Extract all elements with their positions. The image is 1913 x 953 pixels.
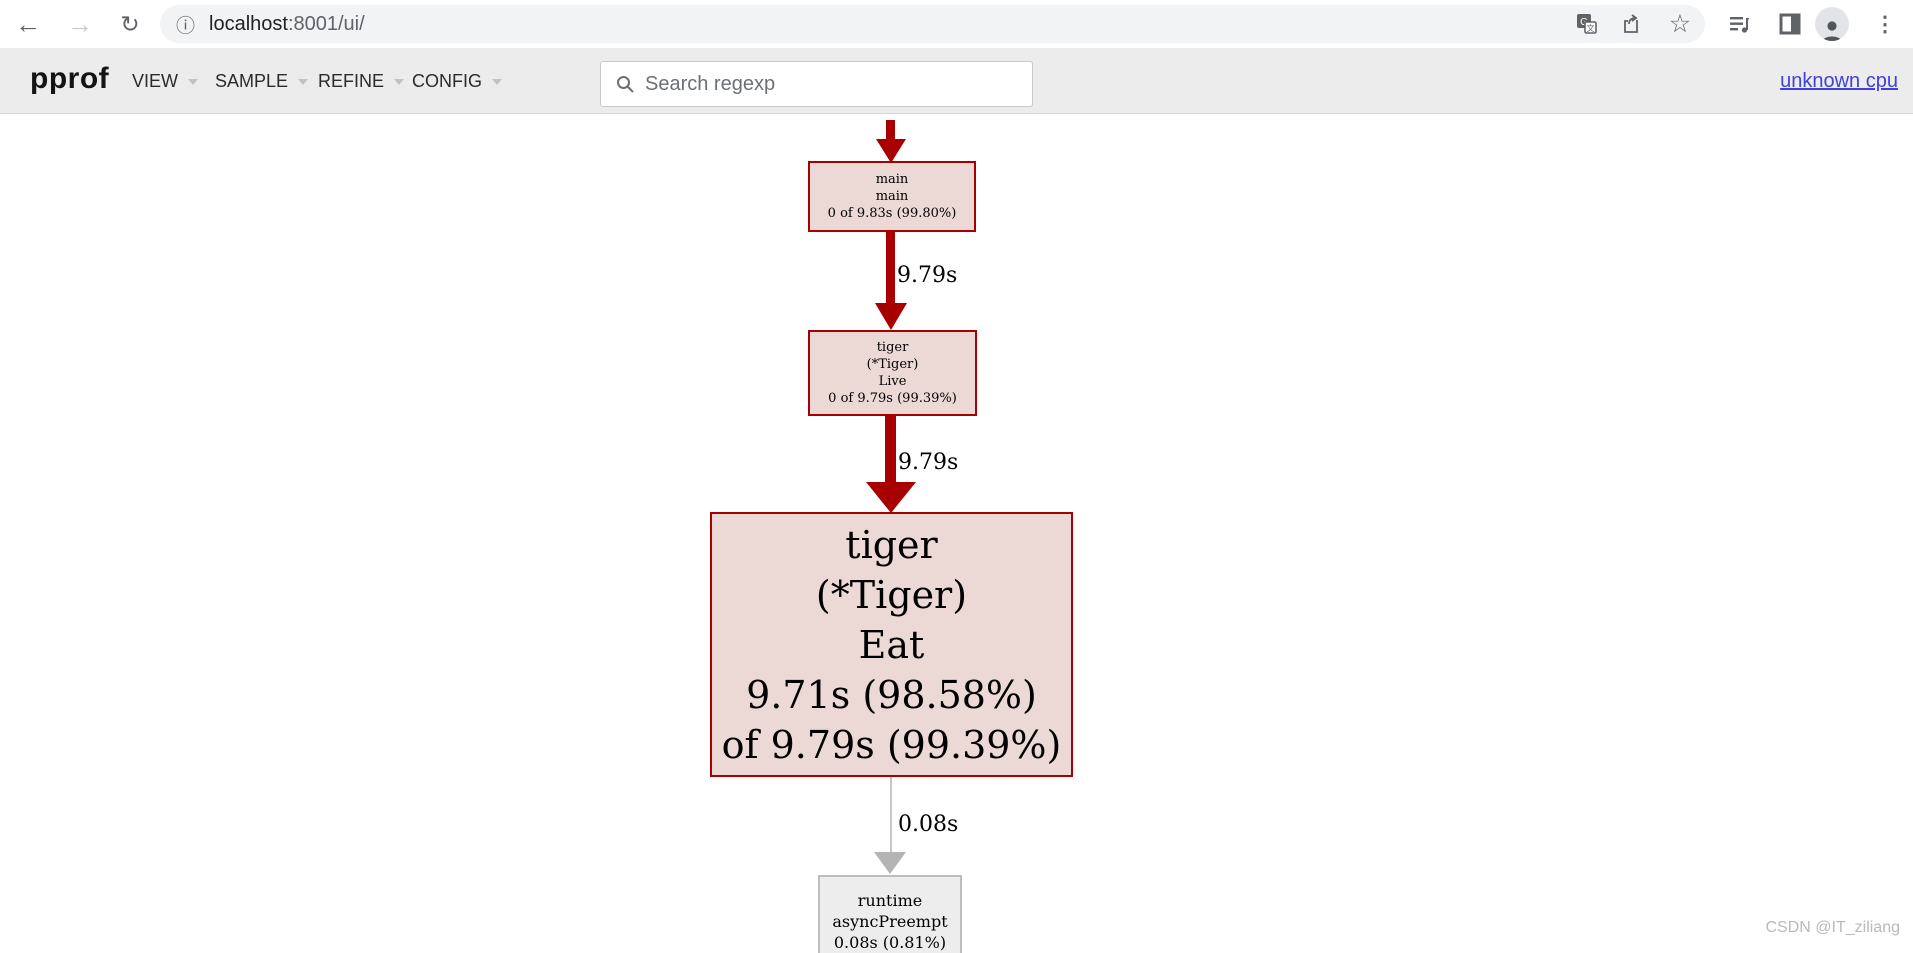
node-line: 9.71s (98.58%) xyxy=(746,672,1037,717)
watermark: CSDN @IT_ziliang xyxy=(1765,919,1901,936)
arrowhead-icon xyxy=(876,139,906,163)
menu-sample-label: SAMPLE xyxy=(215,70,289,91)
edge-live-eat xyxy=(885,416,896,484)
menu-refine-label: REFINE xyxy=(318,70,385,91)
menu-refine[interactable]: REFINE xyxy=(318,48,405,114)
edge-root-main xyxy=(886,120,895,142)
edge-main-live xyxy=(886,232,895,305)
side-panel-icon-svg xyxy=(1779,13,1801,35)
edge-label: 0.08s xyxy=(898,812,959,837)
avatar-circle xyxy=(1815,7,1849,41)
back-icon[interactable]: ← xyxy=(15,8,41,39)
search-box xyxy=(600,61,1033,107)
node-line: (*Tiger) xyxy=(866,357,919,372)
node-line: 0.08s (0.81%) xyxy=(833,933,947,952)
node-line: asyncPreempt xyxy=(832,912,948,931)
node-line: Live xyxy=(878,374,907,389)
browser-menu-icon[interactable]: ⋮ xyxy=(1874,12,1896,36)
url-path: :8001/ui/ xyxy=(287,12,365,35)
svg-text:文: 文 xyxy=(1587,23,1595,33)
reload-icon[interactable]: ↻ xyxy=(120,10,140,37)
pprof-toolbar: pprof VIEW SAMPLE REFINE CONFIG unknown … xyxy=(0,48,1913,114)
url-text[interactable]: localhost:8001/ui/ xyxy=(209,13,365,36)
site-info-icon[interactable]: ⓘ xyxy=(176,15,196,37)
person-icon xyxy=(1823,21,1841,41)
profile-type-link[interactable]: unknown cpu xyxy=(1780,70,1898,92)
node-line: tiger xyxy=(876,340,909,355)
side-panel-icon[interactable] xyxy=(1770,0,1810,48)
arrowhead-icon xyxy=(875,303,907,330)
menu-config[interactable]: CONFIG xyxy=(412,48,502,114)
graph-node-main[interactable]: main main 0 of 9.83s (99.80%) xyxy=(808,161,976,232)
node-line: (*Tiger) xyxy=(815,572,968,617)
menu-sample[interactable]: SAMPLE xyxy=(215,48,309,114)
menu-view[interactable]: VIEW xyxy=(132,48,199,114)
share-icon[interactable] xyxy=(1612,0,1652,48)
chevron-down-icon xyxy=(298,79,309,85)
arrowhead-icon xyxy=(874,852,906,874)
node-line: Eat xyxy=(858,622,925,667)
node-line: main xyxy=(875,172,909,187)
node-line: main xyxy=(875,189,909,204)
graph-node-runtime-asyncpreempt[interactable]: runtime asyncPreempt 0.08s (0.81%) xyxy=(818,875,962,953)
edge-label: 9.79s xyxy=(897,263,958,288)
translate-icon-svg: G 文 xyxy=(1577,14,1597,34)
pprof-logo: pprof xyxy=(30,62,110,95)
translate-icon[interactable]: G 文 xyxy=(1567,0,1607,48)
chevron-down-icon xyxy=(492,79,502,85)
chevron-down-icon xyxy=(394,79,405,85)
chevron-down-icon xyxy=(188,79,199,85)
svg-text:G: G xyxy=(1580,17,1588,28)
node-line: 0 of 9.79s (99.39%) xyxy=(828,391,957,406)
graph-node-tiger-live[interactable]: tiger (*Tiger) Live 0 of 9.79s (99.39%) xyxy=(808,330,977,416)
browser-chrome: ← → ↻ ⓘ localhost:8001/ui/ G 文 ☆ xyxy=(0,0,1913,48)
search-icon xyxy=(617,76,634,93)
edge-label: 9.79s xyxy=(898,450,959,475)
search-input[interactable] xyxy=(645,72,1024,96)
node-line: of 9.79s (99.39%) xyxy=(721,722,1062,767)
node-line: tiger xyxy=(845,522,938,567)
graph-node-tiger-eat[interactable]: tiger (*Tiger) Eat 9.71s (98.58%) of 9.7… xyxy=(710,512,1073,777)
edge-eat-asyncpreempt xyxy=(890,777,892,854)
media-playlist-icon[interactable] xyxy=(1720,0,1760,48)
forward-icon[interactable]: → xyxy=(67,8,93,39)
graph-canvas: main main 0 of 9.83s (99.80%) 9.79s tige… xyxy=(0,114,1913,953)
address-bar[interactable]: ⓘ localhost:8001/ui/ xyxy=(160,5,1705,43)
bookmark-star-icon[interactable]: ☆ xyxy=(1668,10,1692,38)
menu-config-label: CONFIG xyxy=(412,70,482,91)
url-host: localhost xyxy=(209,12,288,35)
node-line: runtime xyxy=(857,891,923,910)
profile-avatar[interactable] xyxy=(1812,0,1852,48)
media-playlist-icon-svg xyxy=(1730,17,1749,33)
arrowhead-icon xyxy=(866,482,916,513)
share-icon-svg xyxy=(1624,14,1638,33)
node-line: 0 of 9.83s (99.80%) xyxy=(827,206,957,221)
menu-view-label: VIEW xyxy=(132,70,179,91)
